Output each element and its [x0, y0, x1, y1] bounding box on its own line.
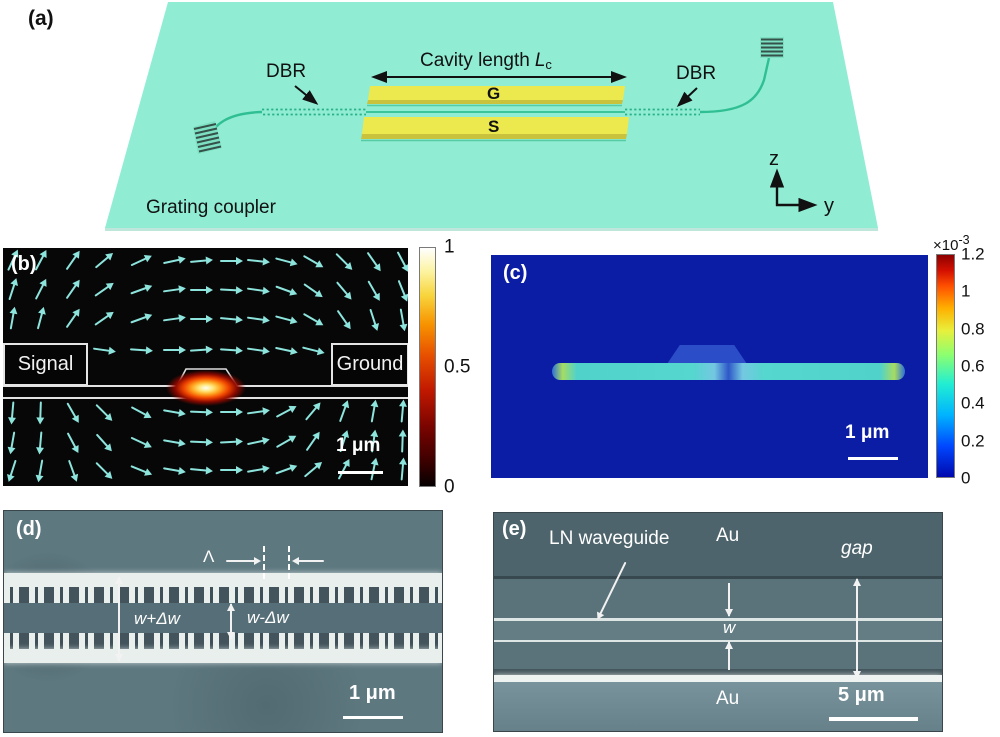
- ground-electrode-box: Ground: [331, 343, 408, 386]
- waveguide-body: [494, 621, 942, 640]
- colorbar-b: [419, 247, 436, 487]
- w-arrow-top: [725, 583, 733, 617]
- panel-c-scale-text: 1 μm: [845, 422, 890, 443]
- panel-e-scale-bar: [829, 717, 918, 721]
- chip-plane: [105, 2, 878, 228]
- width-minus-label: w-Δw: [247, 608, 289, 627]
- electrode-s-label: S: [488, 117, 499, 136]
- axes-icon: [769, 168, 818, 213]
- axis-z-label: z: [769, 148, 779, 170]
- waveguide-edge-bottom: [494, 640, 942, 642]
- colorbar-tick-label: 0: [444, 476, 455, 498]
- panel-c-scale-bar: [848, 457, 898, 460]
- colorbar-tick-label: 1: [961, 281, 971, 301]
- colorbar-c-ticks: 1.2 1 0.8 0.6 0.4 0.2 0: [961, 246, 1000, 487]
- field-arrow: [190, 315, 213, 323]
- colorbar-tick-label: 0.2: [961, 431, 985, 451]
- panel-b-field-plot: Signal Ground (b) 1 μm: [3, 248, 408, 486]
- w-label: w: [723, 618, 736, 637]
- field-arrow: [220, 408, 243, 416]
- colorbar-tick-label: 0: [961, 468, 971, 488]
- gap-label: gap: [841, 538, 873, 559]
- electrode-g: [367, 86, 625, 107]
- width-plus-arrow: [115, 576, 123, 662]
- gap-arrow: [853, 578, 861, 679]
- ground-label: Ground: [336, 353, 404, 375]
- colorbar-tick-label: 0.4: [961, 393, 985, 413]
- au-top-band: [494, 513, 942, 576]
- gap-upper: [494, 579, 942, 618]
- colorbar-c-exponent: ×10-3: [933, 233, 970, 254]
- au-top-edge: [494, 576, 942, 579]
- electrode-s: [361, 117, 629, 142]
- panel-a-label: (a): [28, 7, 54, 30]
- field-arrow: [220, 257, 243, 265]
- dbr-right-label: DBR: [676, 63, 716, 84]
- dbr-bottom-rail: [4, 649, 442, 663]
- au-bottom-band: [494, 682, 942, 731]
- panel-c-label: (c): [503, 262, 528, 284]
- panel-d-scale-text: 1 μm: [349, 682, 396, 704]
- colorbar-tick-label: 1.2: [961, 244, 985, 264]
- dbr-top-rail: [4, 573, 442, 587]
- au-top-label: Au: [716, 525, 740, 546]
- dbr-right-grating: [625, 108, 700, 116]
- field-arrow: [190, 286, 213, 294]
- colorbar-tick-label: 0.6: [961, 356, 985, 376]
- grating-coupler-right-icon: [760, 37, 784, 58]
- dbr-bottom-teeth: [4, 633, 442, 649]
- dbr-right-pointer: [676, 87, 698, 108]
- panel-d-scale-bar: [343, 716, 403, 719]
- period-dash-left: [263, 546, 265, 579]
- gap-lower: [494, 642, 942, 669]
- signal-label: Signal: [17, 353, 74, 375]
- period-arrow-left: [294, 560, 324, 562]
- w-arrow-bottom: [725, 641, 733, 670]
- width-plus-label: w+Δw: [134, 609, 180, 628]
- colorbar-c: [936, 254, 955, 478]
- field-arrow: [163, 346, 186, 354]
- period-symbol: Λ: [203, 547, 215, 566]
- panel-c-simulation: (c) 1 μm: [491, 255, 928, 478]
- au-bottom-label: Au: [716, 688, 740, 709]
- panel-b-scale-text: 1 μm: [336, 435, 381, 456]
- waveguide-edge-top: [494, 618, 942, 621]
- thin-film-slab: [552, 363, 905, 380]
- panel-e-label: (e): [502, 518, 527, 540]
- panel-d-label: (d): [16, 518, 42, 540]
- dbr-left-label: DBR: [266, 61, 306, 82]
- ln-waveguide-label: LN waveguide: [549, 528, 670, 549]
- period-arrow-right: [226, 557, 261, 565]
- colorbar-tick-label: 0.5: [444, 356, 471, 378]
- signal-electrode-box: Signal: [3, 343, 88, 386]
- field-arrow: [220, 466, 243, 474]
- dbr-left-pointer: [294, 85, 319, 105]
- electrode-g-label: G: [487, 84, 500, 103]
- width-minus-arrow: [227, 603, 235, 640]
- au-bottom-edge: [494, 675, 942, 682]
- panel-b-scale-bar: [338, 471, 383, 474]
- panel-b-label: (b): [11, 253, 37, 275]
- panel-d-sem-dbr: Λ w+Δw w-Δw (d) 1 μm: [3, 510, 443, 733]
- dbr-top-teeth: [4, 587, 442, 603]
- dbr-core: [4, 603, 442, 633]
- au-bottom-shadow: [494, 669, 942, 675]
- grating-coupler-left-icon: [193, 121, 222, 154]
- period-dash-right: [288, 546, 290, 579]
- colorbar-tick-label: 1: [444, 236, 455, 258]
- waveguide-right-bend: [699, 57, 771, 114]
- grating-coupler-label: Grating coupler: [146, 197, 277, 218]
- colorbar-tick-label: 0.8: [961, 319, 985, 339]
- panel-e-sem-electrodes: (e) LN waveguide Au gap w Au 5 μm: [493, 512, 943, 732]
- axis-y-label: y: [824, 195, 834, 217]
- waveguide-ridge: [667, 345, 747, 364]
- optical-mode-glow: [166, 370, 246, 406]
- field-arrows: [3, 248, 408, 486]
- panel-e-scale-text: 5 μm: [838, 684, 885, 706]
- dbr-left-grating: [262, 108, 366, 116]
